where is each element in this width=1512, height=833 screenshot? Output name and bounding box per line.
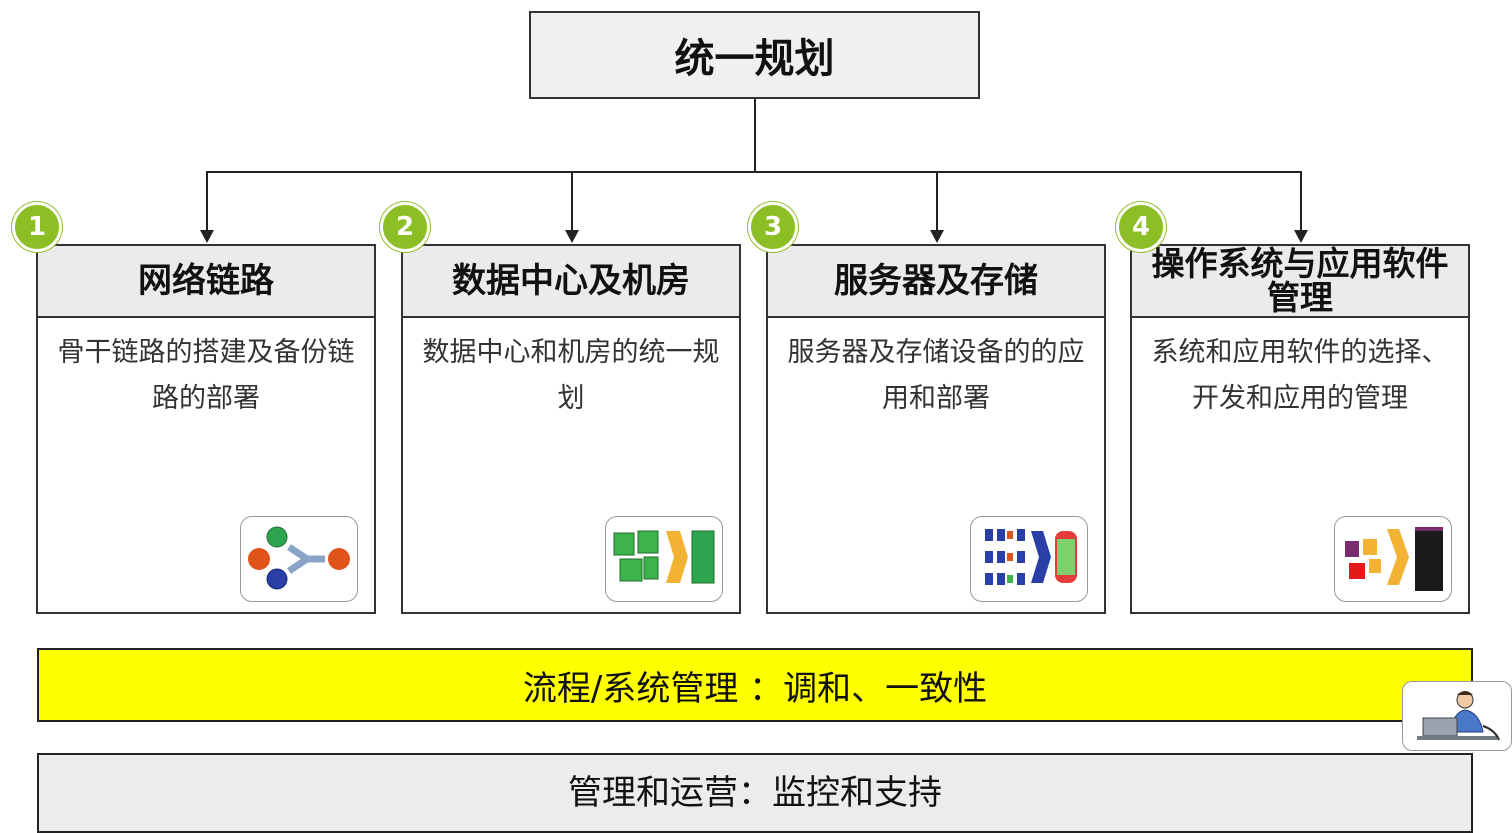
card-title: 数据中心及机房 bbox=[403, 246, 739, 318]
arrow-down-icon bbox=[1294, 230, 1308, 243]
card-description: 骨干链路的搭建及备份链路的部署 bbox=[57, 337, 355, 414]
card-title: 网络链路 bbox=[38, 246, 374, 318]
card-description: 服务器及存储设备的的应用和部署 bbox=[787, 337, 1085, 414]
step-badge-4: 4 bbox=[1116, 202, 1166, 252]
arrow-down-icon bbox=[200, 230, 214, 243]
top-box-title: 统一规划 bbox=[674, 36, 835, 82]
operations-support-bar: 管理和运营：监控和支持 bbox=[37, 753, 1473, 833]
card-servers-storage: 服务器及存储 服务器及存储设备的的应用和部署 bbox=[766, 244, 1106, 614]
step-badge-3: 3 bbox=[748, 202, 798, 252]
card-description: 系统和应用软件的选择、开发和应用的管理 bbox=[1151, 337, 1449, 414]
connector-drop-4 bbox=[1300, 171, 1302, 231]
connector-drop-3 bbox=[936, 171, 938, 231]
top-box-unified-planning: 统一规划 bbox=[529, 11, 980, 99]
datacenter-blocks-icon bbox=[605, 516, 723, 602]
card-os-software: 操作系统与应用软件管理 系统和应用软件的选择、开发和应用的管理 bbox=[1130, 244, 1470, 614]
software-blocks-icon bbox=[1334, 516, 1452, 602]
card-title: 服务器及存储 bbox=[768, 246, 1104, 318]
network-nodes-icon bbox=[240, 516, 358, 602]
process-management-label: 流程/系统管理 ：调和、一致性 bbox=[522, 668, 988, 709]
process-management-bar: 流程/系统管理 ：调和、一致性 bbox=[37, 648, 1473, 722]
person-at-laptop-icon bbox=[1402, 681, 1512, 751]
step-badge-2: 2 bbox=[380, 202, 430, 252]
connector-horizontal bbox=[206, 171, 1302, 173]
arrow-down-icon bbox=[565, 230, 579, 243]
card-description: 数据中心和机房的统一规划 bbox=[422, 337, 720, 414]
operations-support-label: 管理和运营：监控和支持 bbox=[568, 772, 942, 813]
connector-drop-2 bbox=[571, 171, 573, 231]
server-storage-icon bbox=[970, 516, 1088, 602]
connector-vertical-main bbox=[754, 99, 756, 172]
card-title: 操作系统与应用软件管理 bbox=[1132, 246, 1468, 318]
arrow-down-icon bbox=[930, 230, 944, 243]
step-badge-1: 1 bbox=[12, 202, 62, 252]
card-network-links: 网络链路 骨干链路的搭建及备份链路的部署 bbox=[36, 244, 376, 614]
connector-drop-1 bbox=[206, 171, 208, 231]
card-datacenter: 数据中心及机房 数据中心和机房的统一规划 bbox=[401, 244, 741, 614]
